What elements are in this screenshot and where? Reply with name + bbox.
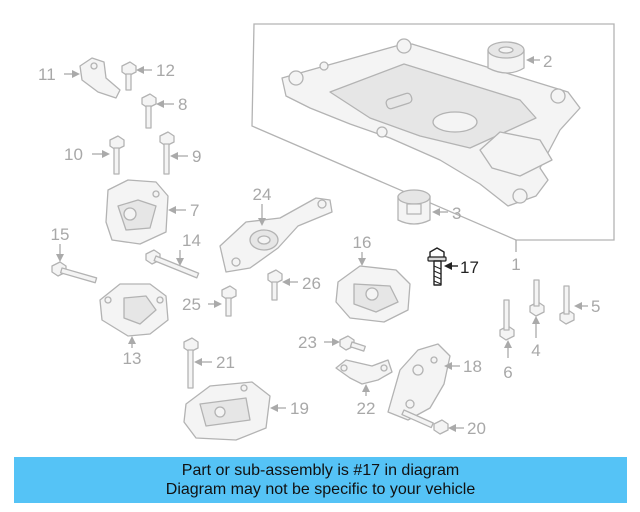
callout-16: 16 (353, 233, 372, 266)
callout-12: 12 (136, 61, 175, 80)
callout-4: 4 (531, 316, 541, 360)
subframe-inset-frame (251, 23, 615, 241)
part-20-bolt (401, 409, 449, 435)
callout-8: 8 (156, 95, 187, 114)
svg-text:21: 21 (216, 353, 235, 372)
callout-18: 18 (444, 357, 482, 376)
callout-22: 22 (357, 384, 376, 418)
part-12-bolt (121, 61, 137, 91)
svg-text:20: 20 (467, 419, 486, 438)
svg-text:13: 13 (123, 349, 142, 368)
part-22-bracket (335, 359, 393, 385)
part-24-torque-arm (219, 197, 333, 273)
info-banner: Part or sub-assembly is #17 in diagram D… (14, 457, 627, 503)
callout-3: 3 (432, 204, 461, 223)
part-13-bracket (99, 283, 169, 337)
part-15-bolt (51, 261, 98, 284)
svg-text:4: 4 (531, 341, 540, 360)
svg-text:15: 15 (51, 225, 70, 244)
svg-text:22: 22 (357, 399, 376, 418)
part-16-mount (335, 265, 411, 323)
svg-text:6: 6 (503, 363, 512, 382)
callout-11: 11 (38, 65, 80, 84)
svg-text:24: 24 (253, 185, 272, 204)
svg-text:11: 11 (38, 65, 56, 84)
callout-1: 1 (511, 240, 521, 274)
part-3-bushing (397, 189, 431, 225)
svg-text:19: 19 (290, 399, 309, 418)
svg-text:9: 9 (192, 147, 201, 166)
callout-26: 26 (282, 274, 321, 293)
callout-25: 25 (182, 295, 222, 314)
callout-21: 21 (194, 353, 235, 372)
callout-13: 13 (123, 336, 142, 368)
svg-text:23: 23 (298, 333, 317, 352)
callout-17: 17 (444, 258, 479, 277)
part-21-bolt (183, 337, 199, 389)
part-2-bushing (487, 41, 525, 74)
svg-text:12: 12 (156, 61, 175, 80)
callout-23: 23 (298, 333, 340, 352)
part-7-mount (105, 179, 169, 245)
svg-text:5: 5 (591, 297, 600, 316)
part-25-bolt (221, 285, 237, 317)
svg-text:10: 10 (64, 145, 83, 164)
callout-20: 20 (448, 419, 486, 438)
part-18-bracket (387, 343, 451, 421)
svg-text:18: 18 (463, 357, 482, 376)
svg-text:16: 16 (353, 233, 372, 252)
part-23-bolt (339, 335, 366, 352)
part-4-bolt (529, 279, 545, 317)
banner-line-part: Part or sub-assembly is #17 in diagram (181, 462, 460, 479)
callout-14: 14 (176, 231, 201, 266)
svg-text:2: 2 (543, 52, 552, 71)
callout-9: 9 (170, 147, 201, 166)
part-26-bolt (267, 269, 283, 301)
callout-10: 10 (64, 145, 110, 164)
svg-text:3: 3 (452, 204, 461, 223)
part-9-bolt (159, 131, 175, 175)
callout-19: 19 (270, 399, 309, 418)
part-10-bolt (109, 135, 125, 175)
callout-5: 5 (574, 297, 600, 316)
callout-24: 24 (253, 185, 272, 226)
part-8-bolt (141, 93, 157, 129)
svg-text:8: 8 (178, 95, 187, 114)
svg-text:14: 14 (182, 231, 201, 250)
part-1-subframe (281, 38, 581, 207)
part-11-bracket (79, 57, 121, 99)
part-14-bolt (145, 249, 200, 279)
part-6-bolt (499, 299, 515, 341)
part-17-bolt (427, 247, 447, 286)
part-5-bolt (559, 285, 575, 325)
svg-text:26: 26 (302, 274, 321, 293)
svg-text:7: 7 (190, 201, 199, 220)
svg-text:17: 17 (460, 258, 479, 277)
svg-text:1: 1 (511, 255, 520, 274)
banner-line-disclaimer: Diagram may not be specific to your vehi… (165, 481, 476, 498)
callout-6: 6 (503, 340, 513, 382)
callout-15: 15 (51, 225, 70, 262)
callout-7: 7 (168, 201, 199, 220)
callout-2: 2 (526, 52, 552, 71)
svg-text:25: 25 (182, 295, 201, 314)
part-19-mount (183, 381, 271, 441)
